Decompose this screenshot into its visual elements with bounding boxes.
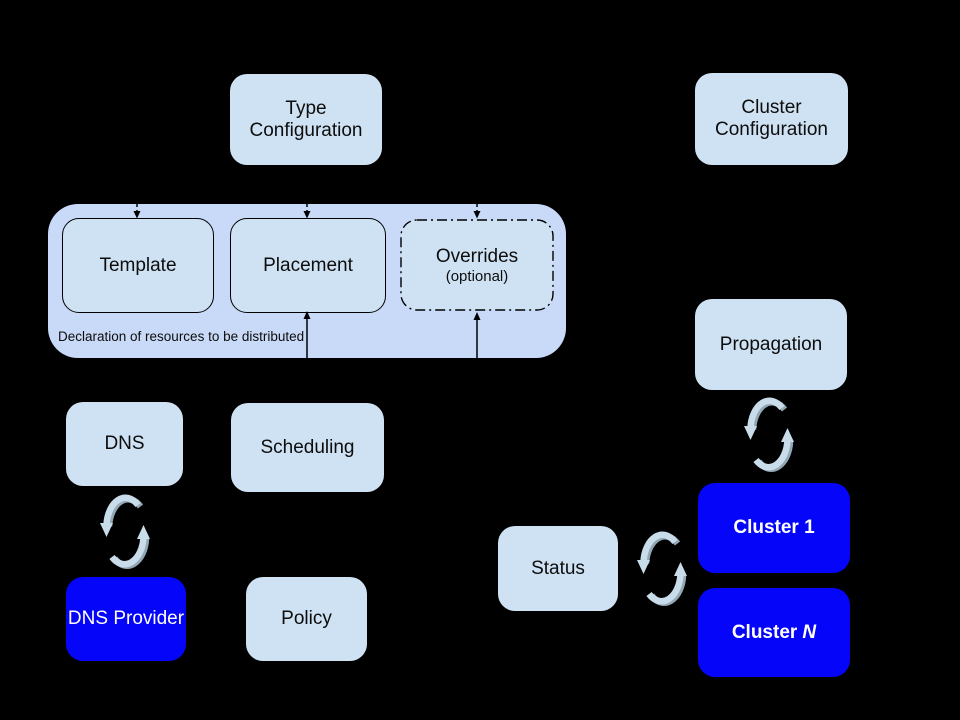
- node-cluster-configuration-label: Cluster Configuration: [714, 97, 829, 140]
- sync-icon: [100, 494, 150, 569]
- node-dns-provider: DNS Provider: [66, 577, 186, 661]
- node-status: Status: [498, 526, 618, 611]
- node-placement-label: Placement: [263, 254, 353, 276]
- sync-icon-dns-provider: [100, 494, 150, 569]
- node-overrides: Overrides (optional): [400, 219, 554, 311]
- node-type-configuration: Type Configuration: [230, 74, 382, 165]
- sync-icon-propagation-cluster: [744, 397, 794, 472]
- sync-icon-status-cluster: [637, 531, 687, 606]
- node-dns-label: DNS: [104, 433, 145, 454]
- overrides-title: Overrides: [435, 245, 519, 267]
- overrides-dashdot-border: [400, 219, 554, 311]
- node-dns-provider-label: DNS Provider: [67, 608, 185, 629]
- node-propagation: Propagation: [695, 299, 847, 390]
- group-caption: Declaration of resources to be distribut…: [58, 329, 305, 344]
- node-cluster-1: Cluster 1: [698, 483, 850, 573]
- overrides-subtitle: (optional): [445, 267, 509, 285]
- cluster-n-prefix: Cluster: [731, 621, 798, 643]
- node-dns: DNS: [66, 402, 183, 486]
- node-cluster-1-label: Cluster 1: [733, 517, 815, 538]
- node-status-label: Status: [531, 557, 585, 579]
- node-placement: Placement: [230, 218, 386, 313]
- node-cluster-configuration: Cluster Configuration: [695, 73, 848, 165]
- node-scheduling-label: Scheduling: [260, 436, 355, 458]
- node-type-configuration-label: Type Configuration: [249, 97, 363, 141]
- node-template-label: Template: [99, 254, 177, 276]
- sync-icon: [637, 531, 687, 606]
- node-policy: Policy: [246, 577, 367, 661]
- sync-icon: [744, 397, 794, 472]
- node-policy-label: Policy: [281, 608, 332, 629]
- node-template: Template: [62, 218, 214, 313]
- node-propagation-label: Propagation: [719, 333, 823, 355]
- node-overrides-label: Overrides (optional): [436, 246, 518, 285]
- cluster-n-variable: N: [802, 621, 817, 643]
- node-scheduling: Scheduling: [231, 403, 384, 492]
